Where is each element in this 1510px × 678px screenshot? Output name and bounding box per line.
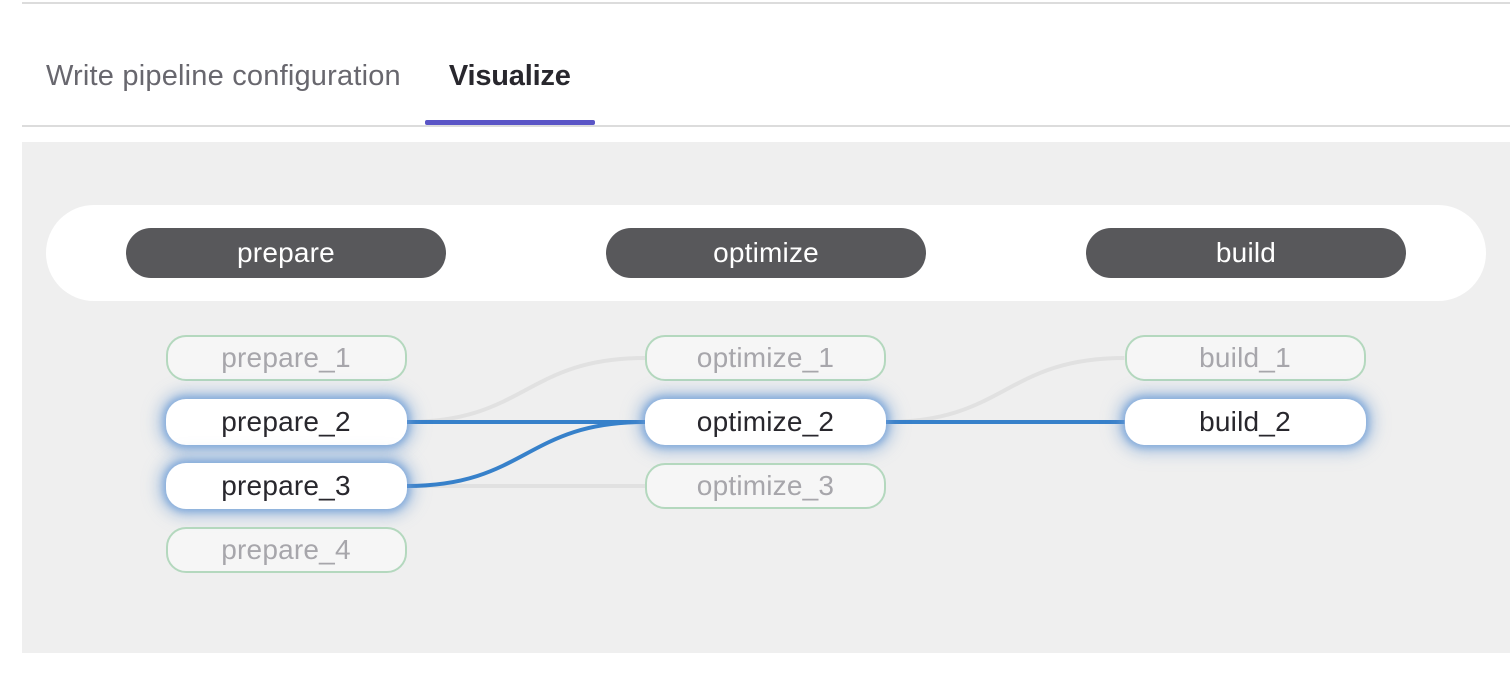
job-pill-optimize_2[interactable]: optimize_2: [645, 399, 886, 445]
job-name-label: optimize_2: [696, 406, 835, 437]
top-divider: [22, 2, 1510, 4]
stage-names-row: prepare optimize build: [46, 205, 1486, 301]
pipeline-editor-tabs: Write pipeline configuration Visualize: [22, 4, 1510, 127]
tab-label: Visualize: [448, 59, 571, 92]
job-pill-build_2[interactable]: build_2: [1124, 399, 1366, 445]
job-name-label: prepare_2: [221, 406, 351, 437]
job-name-label: prepare_1: [221, 342, 351, 373]
job-link-optimize_2-build_1: [885, 356, 1125, 424]
job-name-label: optimize_3: [696, 470, 835, 501]
stage-cell-prepare: prepare: [46, 205, 526, 301]
pipeline-editor: Write pipeline configuration Visualize p…: [22, 2, 1510, 653]
stage-pill-build: build: [1086, 228, 1406, 278]
job-name-label: prepare_3: [221, 470, 351, 501]
active-tab-indicator: [424, 120, 595, 125]
job-pill-prepare_2[interactable]: prepare_2: [165, 399, 407, 445]
stage-cell-optimize: optimize: [526, 205, 1006, 301]
job-pill-prepare_4[interactable]: prepare_4: [165, 527, 407, 573]
job-pill-prepare_1[interactable]: prepare_1: [165, 335, 407, 381]
stage-name-label: prepare: [237, 237, 335, 268]
job-link-prepare_2-optimize_1: [406, 356, 646, 424]
job-pill-optimize_3[interactable]: optimize_3: [645, 463, 886, 509]
job-pill-build_1[interactable]: build_1: [1124, 335, 1366, 381]
stage-cell-build: build: [1006, 205, 1486, 301]
job-name-label: build_1: [1199, 342, 1291, 373]
job-name-label: build_2: [1199, 406, 1291, 437]
job-links-layer: [406, 356, 1125, 488]
stage-pill-prepare: prepare: [126, 228, 446, 278]
stage-pill-optimize: optimize: [606, 228, 926, 278]
tab-visualize[interactable]: Visualize: [424, 28, 595, 125]
tab-label: Write pipeline configuration: [46, 59, 401, 92]
job-pill-optimize_1[interactable]: optimize_1: [645, 335, 886, 381]
job-link-prepare_3-optimize_2: [406, 420, 646, 488]
stage-name-label: optimize: [713, 237, 819, 268]
job-name-label: optimize_1: [696, 342, 835, 373]
job-pill-prepare_3[interactable]: prepare_3: [165, 463, 407, 509]
stage-name-label: build: [1215, 237, 1277, 268]
job-name-label: prepare_4: [221, 534, 351, 565]
tab-write-pipeline-configuration[interactable]: Write pipeline configuration: [22, 28, 425, 125]
